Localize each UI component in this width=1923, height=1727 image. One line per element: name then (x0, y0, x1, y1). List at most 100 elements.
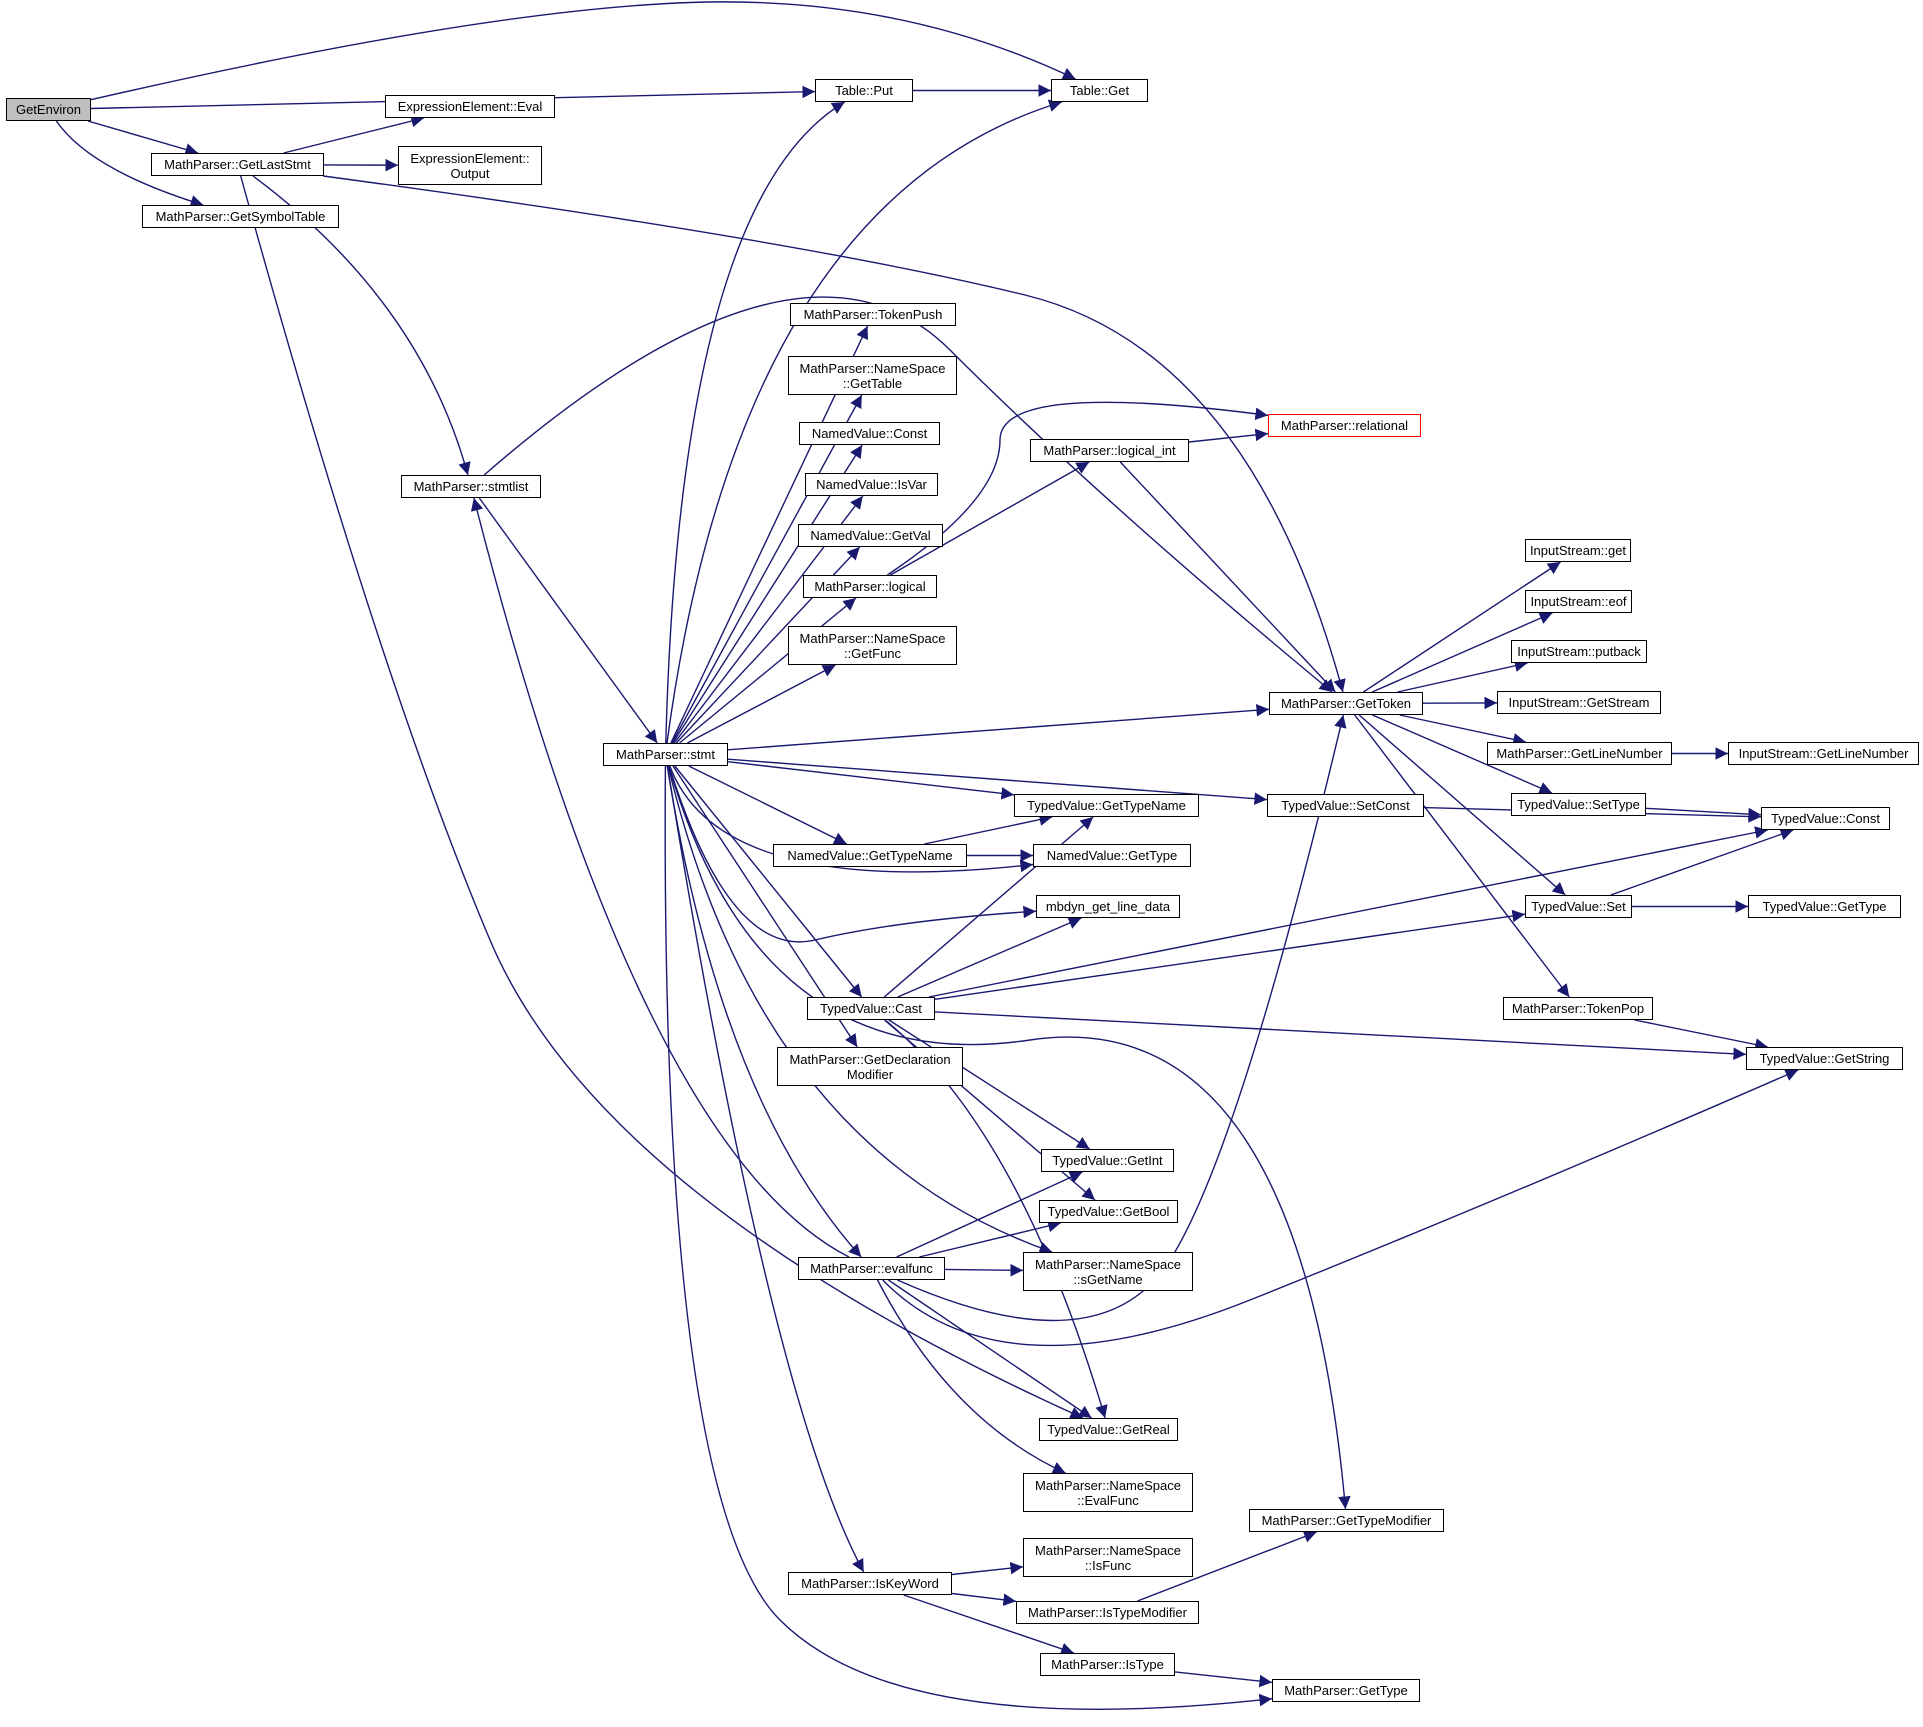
edge-logical-to-relational (886, 401, 1269, 576)
node-getlaststmt[interactable]: MathParser::GetLastStmt (151, 153, 324, 176)
edge-evalfunc-to-ns_sgetname (944, 1263, 1024, 1277)
node-tokenpop[interactable]: MathParser::TokenPop (1503, 997, 1653, 1020)
edge-getenviron-to-table_get (90, 1, 1076, 101)
node-mbdyn-get-line-data[interactable]: mbdyn_get_line_data (1036, 895, 1180, 918)
node-mp-getlinenumber[interactable]: MathParser::GetLineNumber (1487, 742, 1672, 765)
edge-iskeyword-to-ns_isfunc (951, 1561, 1024, 1576)
node-nv-const[interactable]: NamedValue::Const (799, 422, 940, 445)
edge-evalfunc-to-tv_getbool (919, 1219, 1061, 1258)
node-ns-gettable[interactable]: MathParser::NameSpace ::GetTable (788, 356, 957, 395)
edge-gettoken-to-tv_settype (1372, 714, 1553, 794)
node-tv-set[interactable]: TypedValue::Set (1525, 895, 1632, 918)
node-ee-output[interactable]: ExpressionElement:: Output (398, 146, 542, 185)
node-table-get[interactable]: Table::Get (1051, 79, 1148, 102)
edge-evalfunc-to-ns_evalfunc (876, 1279, 1066, 1474)
edge-stmt-to-ns_gettable (671, 394, 863, 744)
edge-tv_cast-to-tv_getint (888, 1019, 1090, 1150)
node-ns-getfunc[interactable]: MathParser::NameSpace ::GetFunc (788, 626, 957, 665)
node-tv-getstring[interactable]: TypedValue::GetString (1746, 1047, 1903, 1070)
node-mp-gettype[interactable]: MathParser::GetType (1272, 1679, 1420, 1702)
node-nv-gettype[interactable]: NamedValue::GetType (1033, 844, 1191, 867)
edge-logical_int-to-gettoken (1119, 461, 1336, 693)
node-tv-setconst[interactable]: TypedValue::SetConst (1267, 794, 1424, 817)
node-getenviron[interactable]: GetEnviron (6, 98, 91, 121)
node-istype[interactable]: MathParser::IsType (1040, 1653, 1175, 1676)
node-gettoken[interactable]: MathParser::GetToken (1269, 692, 1423, 715)
node-table-put[interactable]: Table::Put (815, 79, 913, 102)
edge-tv_set-to-tv_const (1610, 828, 1794, 896)
edge-tv_cast-to-tv_set (934, 909, 1526, 1000)
edge-stmt-to-mp_gettype (664, 765, 1273, 1710)
edge-istypemodifier-to-gettypemodifier (1137, 1530, 1317, 1602)
edge-istype-to-mp_gettype (1174, 1671, 1273, 1688)
edge-stmt-to-nv_gettypename (688, 765, 848, 845)
edge-evalfunc-to-tv_getint (896, 1171, 1083, 1258)
node-is-putback[interactable]: InputStream::putback (1511, 640, 1647, 663)
node-nv-gettypename[interactable]: NamedValue::GetTypeName (773, 844, 967, 867)
node-getsymboltable[interactable]: MathParser::GetSymbolTable (142, 205, 339, 228)
edge-stmt-to-tv_gettypename (727, 761, 1015, 800)
node-tv-getint[interactable]: TypedValue::GetInt (1041, 1149, 1174, 1172)
node-stmt[interactable]: MathParser::stmt (603, 743, 728, 766)
edge-gettoken-to-tv_set (1358, 714, 1566, 896)
edge-gettoken-to-mp_getlinenumber (1399, 714, 1526, 746)
edge-evalfunc-to-tv_getreal (888, 1279, 1092, 1419)
edge-getlaststmt-to-gettoken (323, 175, 1346, 693)
node-is-get[interactable]: InputStream::get (1525, 539, 1631, 562)
node-tokenpush[interactable]: MathParser::TokenPush (790, 303, 956, 326)
node-ee-eval[interactable]: ExpressionElement::Eval (385, 95, 555, 118)
node-istypemodifier[interactable]: MathParser::IsTypeModifier (1016, 1601, 1199, 1624)
node-gettypemodifier[interactable]: MathParser::GetTypeModifier (1249, 1509, 1444, 1532)
edge-stmt-to-iskeyword (666, 765, 865, 1573)
node-tv-settype[interactable]: TypedValue::SetType (1511, 793, 1646, 816)
node-tv-gettype[interactable]: TypedValue::GetType (1748, 895, 1901, 918)
edge-stmt-to-evalfunc (666, 765, 862, 1258)
edge-iskeyword-to-istypemodifier (951, 1592, 1017, 1607)
edge-getlaststmt-to-ee_eval (283, 114, 425, 154)
node-tv-cast[interactable]: TypedValue::Cast (807, 997, 935, 1020)
edge-gettoken-to-tokenpop (1354, 714, 1570, 998)
edge-getenviron-to-getsymboltable (55, 120, 204, 208)
node-is-getstream[interactable]: InputStream::GetStream (1497, 691, 1661, 714)
edge-stmt-to-logical (679, 597, 857, 744)
edge-stmt-to-gettoken (727, 703, 1270, 751)
edge-gettoken-to-is_get (1363, 561, 1561, 693)
edge-evalfunc-to-stmtlist (470, 497, 850, 1258)
node-logical-int[interactable]: MathParser::logical_int (1030, 439, 1189, 462)
node-ns-sgetname[interactable]: MathParser::NameSpace ::sGetName (1023, 1252, 1193, 1291)
node-ns-evalfunc[interactable]: MathParser::NameSpace ::EvalFunc (1023, 1473, 1193, 1512)
edge-tv_cast-to-tv_getstring (934, 1011, 1747, 1061)
edge-gettoken-to-is_putback (1397, 659, 1528, 693)
node-logical[interactable]: MathParser::logical (803, 575, 937, 598)
node-nv-getval[interactable]: NamedValue::GetVal (798, 524, 943, 547)
node-getdeclmod[interactable]: MathParser::GetDeclaration Modifier (777, 1047, 963, 1086)
node-nv-isvar[interactable]: NamedValue::IsVar (805, 473, 938, 496)
edge-stmt-to-tv_cast (674, 765, 863, 998)
edge-tv_cast-to-tv_const (928, 826, 1768, 998)
node-tv-getreal[interactable]: TypedValue::GetReal (1039, 1418, 1178, 1441)
node-tv-getbool[interactable]: TypedValue::GetBool (1039, 1200, 1178, 1223)
node-evalfunc[interactable]: MathParser::evalfunc (798, 1257, 945, 1280)
edge-evalfunc-to-tv_getstring (882, 1069, 1799, 1347)
edge-stmtlist-to-stmt (478, 497, 658, 744)
edge-stmt-to-tokenpush (670, 325, 869, 744)
node-iskeyword[interactable]: MathParser::IsKeyWord (788, 1572, 952, 1595)
edge-tokenpop-to-tv_getstring (1634, 1019, 1768, 1051)
node-tv-gettypename[interactable]: TypedValue::GetTypeName (1014, 794, 1199, 817)
node-tv-const[interactable]: TypedValue::Const (1761, 807, 1890, 830)
edge-stmt-to-gettypemodifier (668, 765, 1351, 1510)
edge-stmt-to-table_put (665, 101, 846, 744)
edge-tv_settype-to-tv_const (1645, 807, 1762, 821)
edge-gettoken-to-is_eof (1371, 612, 1553, 693)
edge-logical_int-to-relational (1188, 428, 1269, 443)
node-relational[interactable]: MathParser::relational (1268, 414, 1421, 437)
edge-nv_gettypename-to-tv_gettypename (924, 813, 1053, 845)
edge-tv_cast-to-mbdyn_get_line_data (897, 917, 1082, 998)
node-ns-isfunc[interactable]: MathParser::NameSpace ::IsFunc (1023, 1538, 1193, 1577)
edge-stmtlist-to-gettoken (483, 296, 1333, 693)
node-stmtlist[interactable]: MathParser::stmtlist (401, 475, 541, 498)
edge-evalfunc-to-gettoken (897, 714, 1347, 1322)
node-is-eof[interactable]: InputStream::eof (1525, 590, 1632, 613)
node-is-getlinenumber[interactable]: InputStream::GetLineNumber (1728, 742, 1919, 765)
